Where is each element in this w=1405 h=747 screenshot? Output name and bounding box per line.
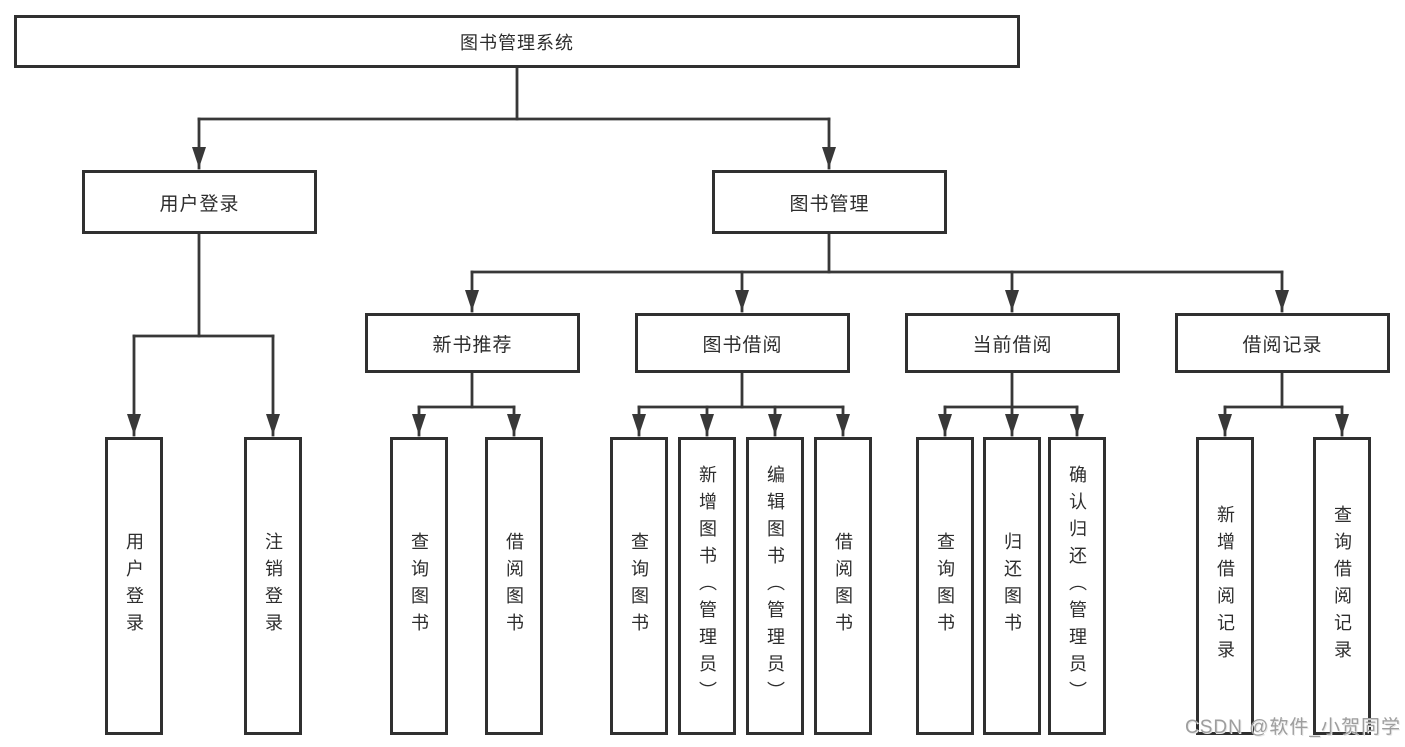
leaf-borrow-books: 借阅图书 bbox=[814, 437, 872, 735]
leaf-add-book-admin: 新增图书（管理员） bbox=[678, 437, 736, 735]
leaf-return-book: 归还图书 bbox=[983, 437, 1041, 735]
leaf-label: 查询图书 bbox=[409, 532, 429, 640]
leaf-add-borrow-record: 新增借阅记录 bbox=[1196, 437, 1254, 735]
node-new-book-recommend: 新书推荐 bbox=[365, 313, 580, 373]
leaf-label: 编辑图书（管理员） bbox=[765, 464, 785, 708]
leaf-logout: 注销登录 bbox=[244, 437, 302, 735]
leaf-label: 新增图书（管理员） bbox=[697, 464, 717, 708]
csdn-watermark: CSDN @软件_小贺同学 bbox=[1185, 717, 1401, 738]
leaf-label: 借阅图书 bbox=[504, 532, 524, 640]
leaf-label: 借阅图书 bbox=[833, 532, 853, 640]
leaf-label: 确认归还（管理员） bbox=[1067, 464, 1087, 708]
node-book-management: 图书管理 bbox=[712, 170, 947, 234]
node-library-management-system: 图书管理系统 bbox=[14, 15, 1020, 68]
leaf-query-books: 查询图书 bbox=[610, 437, 668, 735]
leaf-label: 注销登录 bbox=[263, 532, 283, 640]
leaf-label: 归还图书 bbox=[1002, 532, 1022, 640]
leaf-label: 用户登录 bbox=[124, 532, 144, 640]
leaf-label: 查询借阅记录 bbox=[1332, 505, 1352, 667]
leaf-label: 查询图书 bbox=[629, 532, 649, 640]
leaf-query-books: 查询图书 bbox=[390, 437, 448, 735]
node-current-borrowing: 当前借阅 bbox=[905, 313, 1120, 373]
leaf-user-login: 用户登录 bbox=[105, 437, 163, 735]
leaf-query-borrow-record: 查询借阅记录 bbox=[1313, 437, 1371, 735]
node-book-borrowing: 图书借阅 bbox=[635, 313, 850, 373]
leaf-edit-book-admin: 编辑图书（管理员） bbox=[746, 437, 804, 735]
leaf-label: 查询图书 bbox=[935, 532, 955, 640]
leaf-confirm-return-admin: 确认归还（管理员） bbox=[1048, 437, 1106, 735]
leaf-borrow-books: 借阅图书 bbox=[485, 437, 543, 735]
leaf-query-books: 查询图书 bbox=[916, 437, 974, 735]
node-user-login: 用户登录 bbox=[82, 170, 317, 234]
leaf-label: 新增借阅记录 bbox=[1215, 505, 1235, 667]
node-borrowing-records: 借阅记录 bbox=[1175, 313, 1390, 373]
